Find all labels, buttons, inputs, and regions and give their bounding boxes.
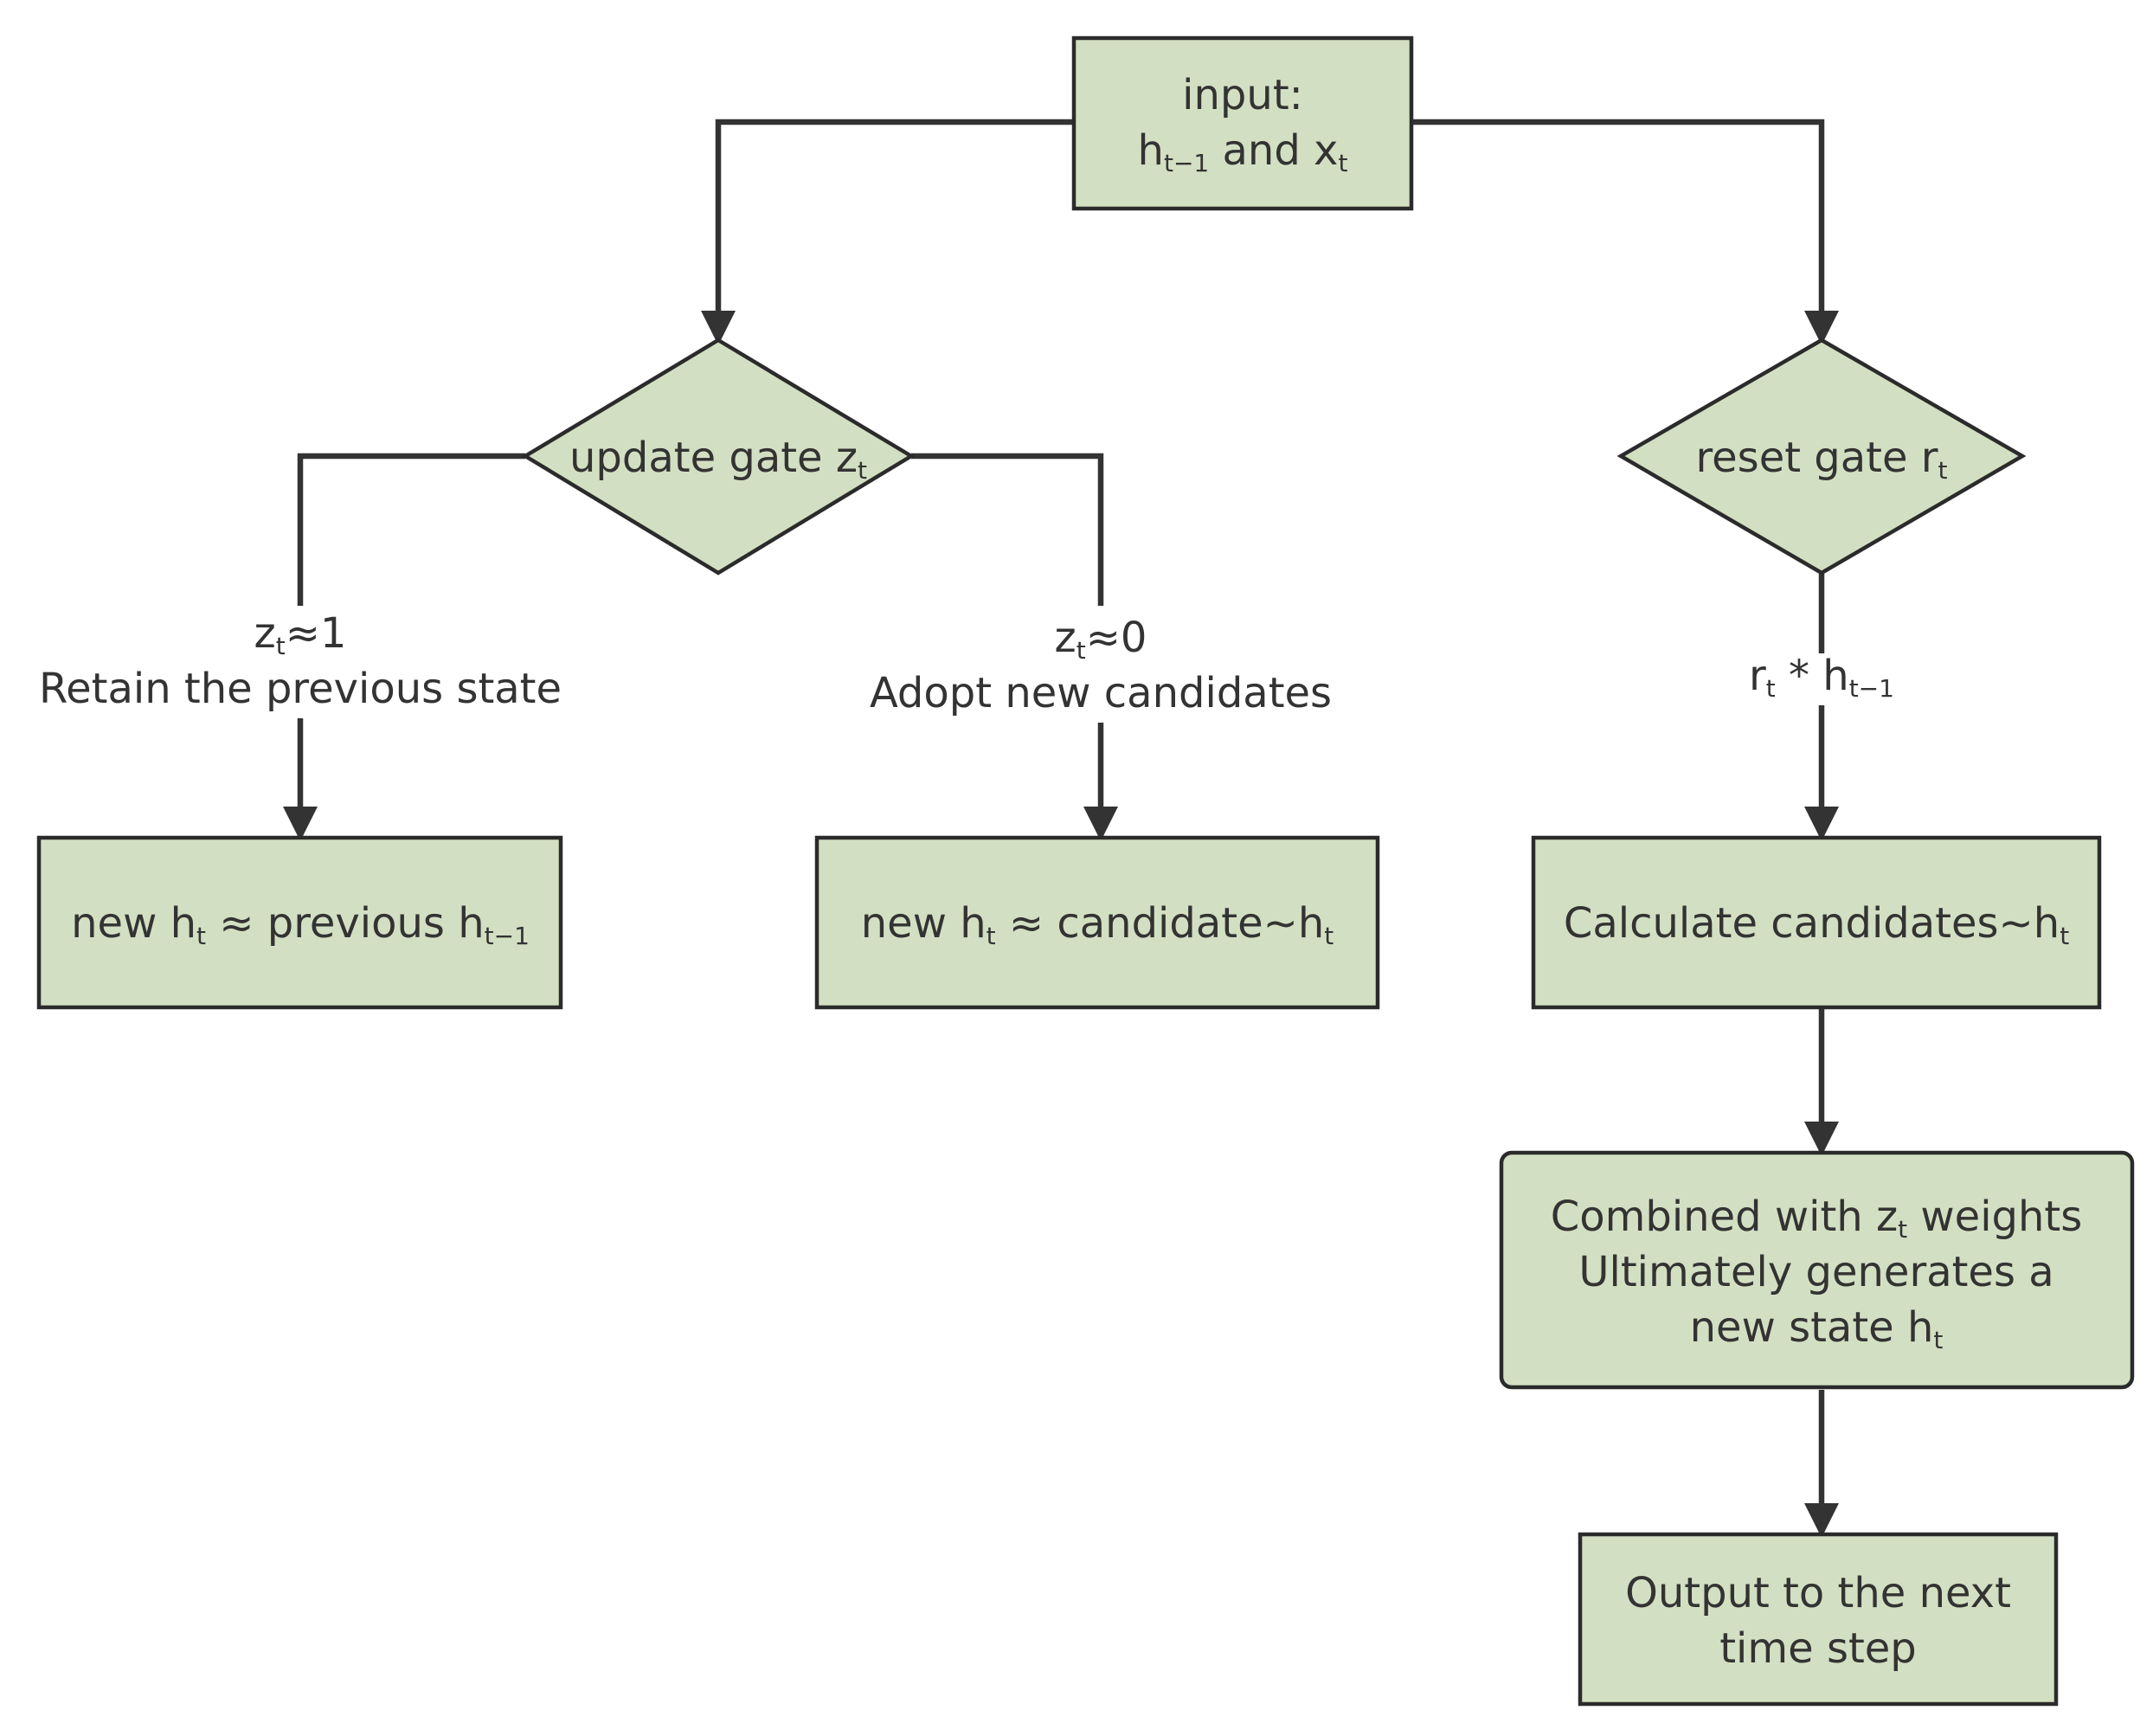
reset-edge-label: rt * ht−1 xyxy=(1739,652,1904,705)
reset-product: rt * ht−1 xyxy=(1749,652,1894,703)
input-node: input: ht−1 and xt xyxy=(1071,35,1414,211)
edge-input-to-reset-gate xyxy=(1413,119,1839,345)
output-line1: Output to the next xyxy=(1625,1569,2011,1617)
reset-gate-label: reset gate rt xyxy=(1695,434,1947,485)
adopt-result-node: new ht ≈ candidate~ht xyxy=(814,835,1380,1010)
edge-update-gate-to-retain-label xyxy=(297,453,525,606)
edge-update-gate-to-adopt-label xyxy=(911,453,1104,606)
combine-line2: Ultimately generates a xyxy=(1578,1248,2053,1296)
combine-line3: new state ht xyxy=(1690,1303,1944,1354)
combine-line1: Combined with zt weights xyxy=(1551,1193,2083,1244)
retain-edge-label: zt≈1 Retain the previous state xyxy=(26,606,575,718)
adopt-description: Adopt new candidates xyxy=(870,669,1332,717)
calculate-candidates-node: Calculate candidates~ht xyxy=(1531,835,2102,1010)
input-line1: input: xyxy=(1182,71,1303,119)
retain-result-node: new ht ≈ previous ht−1 xyxy=(36,835,563,1010)
adopt-condition: zt≈0 xyxy=(1055,614,1147,665)
combine-node: Combined with zt weights Ultimately gene… xyxy=(1499,1150,2135,1390)
retain-condition: zt≈1 xyxy=(254,609,347,660)
output-line2: time step xyxy=(1719,1624,1917,1673)
input-line2: ht−1 and xt xyxy=(1138,126,1348,177)
edge-input-to-update-gate xyxy=(701,119,1077,345)
adopt-edge-label: zt≈0 Adopt new candidates xyxy=(857,610,1346,723)
adopt-result-text: new ht ≈ candidate~ht xyxy=(861,899,1334,950)
reset-gate-node: reset gate rt xyxy=(1616,338,2027,575)
retain-description: Retain the previous state xyxy=(39,665,562,713)
retain-result-text: new ht ≈ previous ht−1 xyxy=(71,899,530,950)
output-node: Output to the next time step xyxy=(1578,1532,2059,1707)
update-gate-label: update gate zt xyxy=(569,434,867,485)
update-gate-node: update gate zt xyxy=(521,338,916,575)
calculate-candidates-text: Calculate candidates~ht xyxy=(1564,899,2069,950)
